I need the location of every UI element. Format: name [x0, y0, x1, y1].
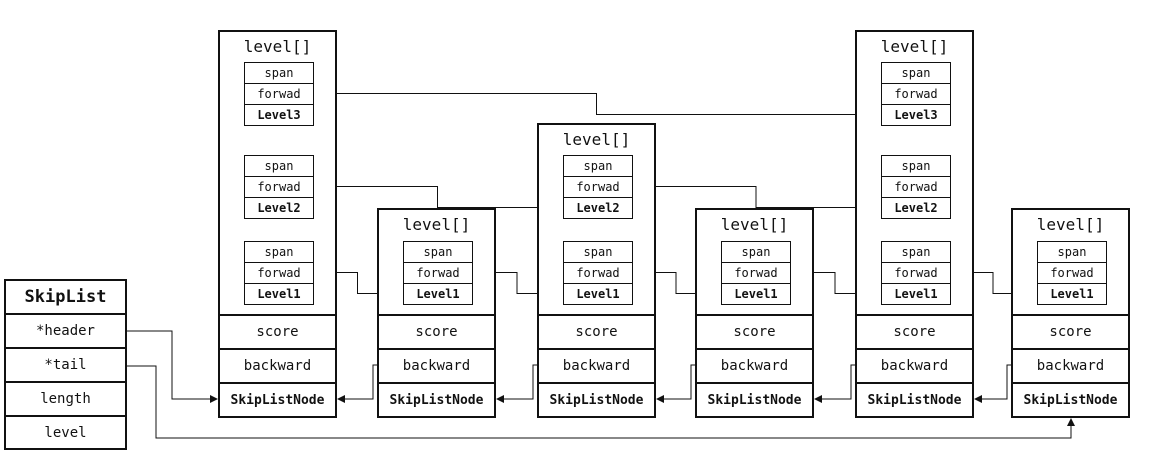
- score-field: score: [1013, 314, 1128, 348]
- node-type-label: SkipListNode: [539, 382, 654, 416]
- level-1-label: Level1: [881, 283, 951, 305]
- score-field: score: [539, 314, 654, 348]
- span-cell: span: [244, 155, 314, 177]
- span-cell: span: [881, 241, 951, 263]
- level-array-title: level[]: [1036, 215, 1105, 234]
- forward-link-arrow: [312, 186, 563, 212]
- node-type-label: SkipListNode: [220, 382, 335, 416]
- node-type-label: SkipListNode: [857, 382, 972, 416]
- forward-pointer-cell: forwad: [721, 262, 791, 284]
- level-2-label: Level2: [244, 197, 314, 219]
- level-array-title: level[]: [402, 215, 471, 234]
- level-1-label: Level1: [721, 283, 791, 305]
- score-field: score: [220, 314, 335, 348]
- forward-pointer-cell: forwad: [1037, 262, 1107, 284]
- level-array-title: level[]: [243, 37, 312, 56]
- forward-pointer-cell: forwad: [881, 83, 951, 105]
- level-3-label: Level3: [244, 104, 314, 126]
- level-1-label: Level1: [1037, 283, 1107, 305]
- level-2-label: Level2: [563, 197, 633, 219]
- backward-pointer-field: backward: [1013, 348, 1128, 382]
- score-field: score: [379, 314, 494, 348]
- level-array-title: level[]: [720, 215, 789, 234]
- forward-pointer-cell: forwad: [563, 176, 633, 198]
- span-cell: span: [244, 241, 314, 263]
- skiplist-level-field: level: [4, 415, 127, 450]
- forward-link-arrow: [631, 186, 881, 212]
- level-3-label: Level3: [881, 104, 951, 126]
- span-cell: span: [563, 241, 633, 263]
- backward-pointer-field: backward: [379, 348, 494, 382]
- forward-pointer-cell: forwad: [244, 176, 314, 198]
- forward-pointer-cell: forwad: [403, 262, 473, 284]
- level-array-title: level[]: [880, 37, 949, 56]
- backward-pointer-field: backward: [220, 348, 335, 382]
- level-array-title: level[]: [562, 130, 631, 149]
- level-1-label: Level1: [403, 283, 473, 305]
- span-cell: span: [721, 241, 791, 263]
- node-type-label: SkipListNode: [379, 382, 494, 416]
- span-cell: span: [244, 62, 314, 84]
- level-1-label: Level1: [244, 283, 314, 305]
- backward-pointer-field: backward: [857, 348, 972, 382]
- node-type-label: SkipListNode: [1013, 382, 1128, 416]
- skiplist-title: SkipList: [4, 279, 127, 315]
- forward-link-arrow: [312, 93, 881, 119]
- level-2-label: Level2: [881, 197, 951, 219]
- forward-pointer-cell: forwad: [244, 83, 314, 105]
- span-cell: span: [881, 62, 951, 84]
- skiplist-tail-field: *tail: [4, 347, 127, 383]
- span-cell: span: [1037, 241, 1107, 263]
- forward-pointer-cell: forwad: [881, 176, 951, 198]
- score-field: score: [857, 314, 972, 348]
- backward-pointer-field: backward: [539, 348, 654, 382]
- forward-pointer-cell: forwad: [244, 262, 314, 284]
- score-field: score: [697, 314, 812, 348]
- backward-pointer-field: backward: [697, 348, 812, 382]
- forward-pointer-cell: forwad: [881, 262, 951, 284]
- header-pointer-arrow: [127, 330, 218, 403]
- span-cell: span: [403, 241, 473, 263]
- skiplist-length-field: length: [4, 381, 127, 417]
- forward-pointer-cell: forwad: [563, 262, 633, 284]
- level-1-label: Level1: [563, 283, 633, 305]
- span-cell: span: [881, 155, 951, 177]
- span-cell: span: [563, 155, 633, 177]
- node-type-label: SkipListNode: [697, 382, 812, 416]
- skiplist-header-field: *header: [4, 313, 127, 349]
